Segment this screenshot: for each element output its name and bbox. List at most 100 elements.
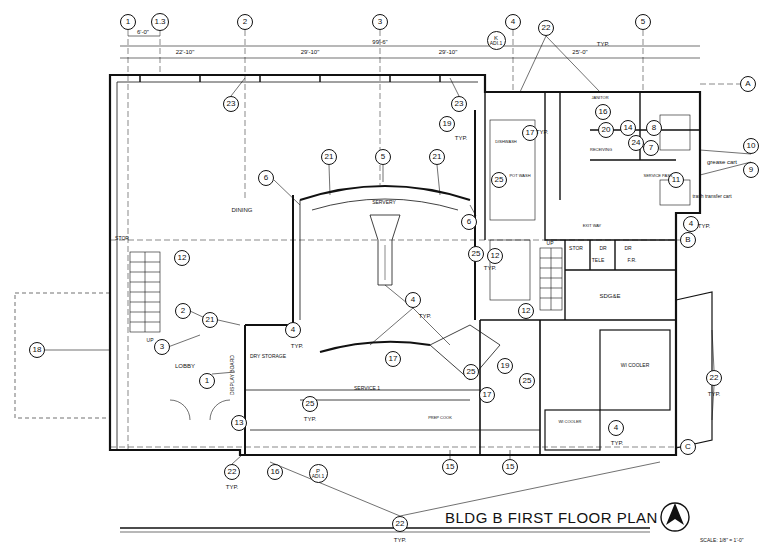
callout-number: 8 — [646, 120, 662, 136]
room-label: WI COOLER — [621, 363, 650, 368]
room-label: POT WASH — [509, 174, 530, 178]
callout-number: B — [680, 232, 696, 248]
callout-number: 20 — [598, 122, 614, 138]
callout-text: 4 — [411, 296, 415, 304]
room-label: STOR — [115, 236, 129, 241]
room-label: DISHWASH — [495, 140, 516, 144]
dimension-text: 29'-10" — [439, 49, 458, 55]
room-label: trash transfer cart — [692, 194, 731, 199]
callout-number: 15 — [502, 459, 518, 475]
callout-text: C — [685, 443, 691, 451]
room-label: DINING — [232, 207, 253, 213]
callout-text: 23 — [455, 100, 464, 108]
room-label: WI COOLER — [559, 420, 582, 424]
room-label: F.R. — [628, 258, 637, 263]
callout-text: 4 — [291, 326, 295, 334]
room-label: grease cart — [707, 159, 737, 165]
callout-text: 4 — [689, 220, 693, 228]
callout-number: 22 — [224, 464, 240, 480]
callout-text: 4 — [614, 424, 618, 432]
callout-text: 25 — [472, 250, 481, 258]
callout-number: 2 — [237, 14, 253, 30]
callout-number: 16 — [595, 104, 611, 120]
callout-number: 3 — [154, 339, 170, 355]
callout-text: 14 — [624, 124, 633, 132]
callout-number: 1 — [199, 373, 215, 389]
dimension-text: 99'-6" — [372, 39, 387, 45]
room-label: RECEIVING — [590, 148, 612, 152]
callout-number: 5 — [375, 149, 391, 165]
callout-text: 2 — [181, 307, 185, 315]
callout-number: 15 — [442, 459, 458, 475]
callout-text: 25 — [495, 176, 504, 184]
callout-text: 17 — [526, 129, 535, 137]
callout-text: 17 — [389, 355, 398, 363]
callout-number: 12 — [518, 303, 534, 319]
callout-text: 17 — [483, 391, 492, 399]
callout-text: 16 — [271, 468, 280, 476]
room-label: SERVICE 1 — [354, 386, 380, 391]
section-marker: KADI.1 — [487, 31, 506, 50]
callout-text: 22 — [396, 520, 405, 528]
room-label: TYP. — [394, 537, 407, 543]
callout-number: 19 — [497, 358, 513, 374]
room-label: DISPLAY BOARD — [230, 355, 235, 395]
callout-number: 6 — [461, 214, 477, 230]
callout-text: 12 — [522, 307, 531, 315]
room-label: JANITOR — [591, 96, 608, 100]
callout-number: 23 — [223, 96, 239, 112]
scale-note: SCALE: 1/8" = 1'-0" — [700, 537, 744, 543]
callout-text: 24 — [632, 139, 641, 147]
callout-number: 16 — [267, 464, 283, 480]
callout-text: 16 — [599, 108, 608, 116]
room-label: UP — [547, 241, 554, 246]
callout-text: 23 — [227, 100, 236, 108]
room-label: TYP. — [226, 484, 239, 490]
callout-number: 4 — [405, 292, 421, 308]
room-label: TYP. — [536, 129, 549, 135]
callout-text: ADI.1 — [490, 41, 503, 46]
callout-number: 25 — [519, 373, 535, 389]
callout-number: 22 — [706, 370, 722, 386]
dimension-text: 29'-10" — [301, 49, 320, 55]
room-label: UP — [147, 338, 154, 343]
callout-number: 4 — [608, 420, 624, 436]
room-label: TYP. — [611, 440, 624, 446]
callout-number: 25 — [468, 246, 484, 262]
callout-number: 17 — [522, 125, 538, 141]
callout-number: 4 — [505, 14, 521, 30]
callout-number: 3 — [372, 14, 388, 30]
room-label: STOR — [569, 246, 583, 251]
room-label: DR — [624, 246, 631, 251]
callout-text: 5 — [641, 18, 645, 26]
callout-text: 2 — [243, 18, 247, 26]
callout-number: A — [740, 76, 756, 92]
callout-number: 21 — [429, 149, 445, 165]
drawing-title: BLDG B FIRST FLOOR PLAN — [445, 509, 658, 526]
callout-number: 13 — [231, 415, 247, 431]
callout-number: 4 — [285, 322, 301, 338]
callout-number: 25 — [463, 364, 479, 380]
callout-number: 4 — [683, 216, 699, 232]
callout-number: 21 — [202, 312, 218, 328]
callout-text: 20 — [602, 126, 611, 134]
room-label: DR — [599, 246, 606, 251]
dimension-text: 25'-0" — [572, 49, 587, 55]
callout-text: 15 — [446, 463, 455, 471]
callout-text: 25 — [306, 400, 315, 408]
callout-number: 1.3 — [151, 13, 169, 31]
room-label: LOBBY — [175, 363, 195, 369]
callout-number: 10 — [743, 138, 759, 154]
callout-number: 14 — [620, 120, 636, 136]
callout-number: 21 — [321, 149, 337, 165]
callout-text: 1 — [205, 377, 209, 385]
callout-text: 10 — [747, 142, 756, 150]
callout-text: 15 — [506, 463, 515, 471]
callout-number: 23 — [451, 96, 467, 112]
callout-text: 18 — [33, 346, 42, 354]
section-marker: PADI.1 — [309, 464, 328, 483]
callout-number: C — [680, 439, 696, 455]
callout-text: 12 — [178, 254, 187, 262]
callout-text: 8 — [652, 124, 656, 132]
